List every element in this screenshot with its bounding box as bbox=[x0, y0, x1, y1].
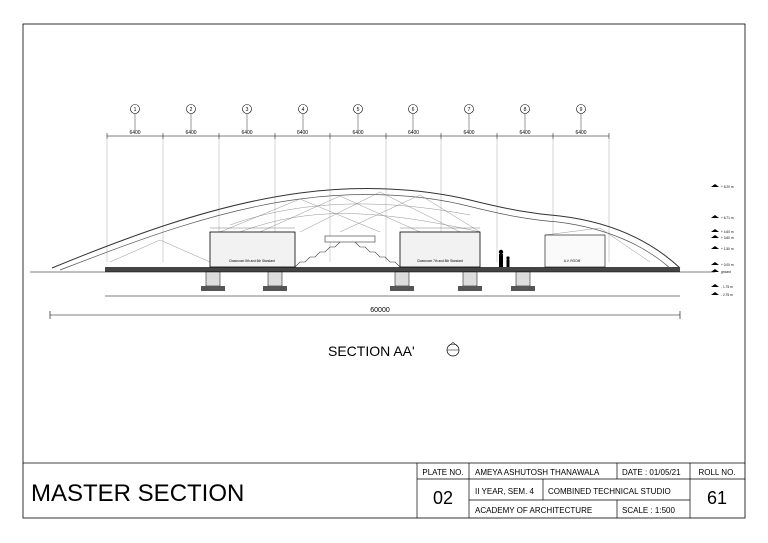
human-figures bbox=[498, 249, 510, 267]
main-title: MASTER SECTION bbox=[31, 480, 244, 507]
bay-dim-label: 6400 bbox=[463, 130, 474, 136]
level-marker-icon bbox=[711, 269, 719, 272]
roof-lattice bbox=[109, 191, 651, 263]
level-marker-icon bbox=[711, 262, 719, 265]
level-marker-label: + 4.60 m bbox=[721, 230, 734, 234]
grid-label: 5 bbox=[357, 107, 360, 113]
grid-bubble bbox=[576, 104, 586, 114]
level-marker-label: - 2.75 m bbox=[721, 293, 733, 297]
year-sem: II YEAR, SEM. 4 bbox=[475, 487, 535, 496]
bay-dim-label: 6400 bbox=[297, 130, 308, 136]
pier bbox=[462, 271, 478, 287]
section-symbol-icon bbox=[446, 341, 460, 357]
sheet-border bbox=[22, 23, 746, 519]
bay-dim-label: 6400 bbox=[352, 130, 363, 136]
level-markers: + 8.20 m + 6.71 m + 4.60 m + 3.60 m + 1.50 m… bbox=[711, 184, 734, 297]
level-marker-label: ground bbox=[721, 270, 731, 274]
grid-bubble bbox=[242, 104, 252, 114]
grid-bubbles: 1 2 3 4 5 6 7 8 9 bbox=[130, 104, 586, 130]
level-marker-icon bbox=[711, 292, 719, 295]
academy-name: ACADEMY OF ARCHITECTURE bbox=[475, 506, 592, 515]
level-marker-label: + 1.50 m bbox=[721, 247, 734, 251]
av-room-block bbox=[544, 234, 606, 268]
footing bbox=[201, 286, 225, 291]
grid-label: 6 bbox=[412, 107, 415, 113]
level-marker-label: + 6.71 m bbox=[721, 216, 734, 220]
pier bbox=[394, 271, 410, 287]
room-label-classroom-1: Classroom 5th and 6th Standard bbox=[229, 259, 275, 263]
scale-field: SCALE : 1:500 bbox=[622, 506, 675, 515]
room-label-av-room: A.V. ROOM bbox=[564, 259, 581, 263]
level-marker-icon bbox=[711, 284, 719, 287]
bay-dim-label: 6400 bbox=[408, 130, 419, 136]
title-block bbox=[23, 462, 745, 518]
bay-dim-label: 6400 bbox=[185, 130, 196, 136]
plate-no-label: PLATE NO. bbox=[422, 468, 463, 477]
level-marker-icon bbox=[711, 184, 719, 187]
roof-shell-outer bbox=[51, 188, 681, 269]
grid-bubble bbox=[353, 104, 363, 114]
bay-dim-label: 6400 bbox=[129, 130, 140, 136]
classroom-block-left bbox=[209, 231, 296, 268]
grid-label: 1 bbox=[134, 107, 137, 113]
level-marker-icon bbox=[711, 229, 719, 232]
classroom-block-right bbox=[399, 231, 481, 268]
roll-no-label: ROLL NO. bbox=[698, 468, 735, 477]
grid-bubble bbox=[408, 104, 418, 114]
grid-label: 9 bbox=[580, 107, 583, 113]
grid-bubble bbox=[464, 104, 474, 114]
level-marker-icon bbox=[711, 215, 719, 218]
footing bbox=[263, 286, 287, 291]
bay-dim-label: 6400 bbox=[519, 130, 530, 136]
pier bbox=[515, 271, 531, 287]
bay-dim-label: 6400 bbox=[575, 130, 586, 136]
level-marker-icon bbox=[711, 246, 719, 249]
grid-bubble bbox=[186, 104, 196, 114]
date-field: DATE : 01/05/21 bbox=[622, 468, 681, 477]
roll-no-value: 61 bbox=[707, 488, 727, 508]
grid-label: 3 bbox=[246, 107, 249, 113]
ground-slab bbox=[105, 267, 680, 272]
grid-label: 4 bbox=[302, 107, 305, 113]
bay-dim-label: 6400 bbox=[241, 130, 252, 136]
plate-no-value: 02 bbox=[433, 488, 453, 508]
level-marker-label: + 8.20 m bbox=[721, 185, 734, 189]
pier bbox=[205, 271, 221, 287]
room-label-classroom-2: Classroom 7th and 8th Standard bbox=[417, 259, 463, 263]
level-marker-icon bbox=[711, 235, 719, 238]
studio-name: COMBINED TECHNICAL STUDIO bbox=[548, 487, 671, 496]
staircases bbox=[294, 235, 401, 268]
section-title: SECTION AA' bbox=[328, 343, 415, 359]
roof-shell-inner bbox=[59, 194, 673, 271]
overall-dim-label: 60000 bbox=[370, 307, 390, 314]
footing bbox=[458, 286, 482, 291]
grid-label: 7 bbox=[468, 107, 471, 113]
grid-label: 2 bbox=[190, 107, 193, 113]
student-name: AMEYA ASHUTOSH THANAWALA bbox=[475, 468, 600, 477]
footings bbox=[201, 271, 535, 291]
grid-label: 8 bbox=[524, 107, 527, 113]
grid-bubble bbox=[298, 104, 308, 114]
grid-bubble bbox=[520, 104, 530, 114]
level-marker-label: + 0.00 m bbox=[721, 263, 734, 267]
grid-bubble bbox=[130, 104, 140, 114]
footing bbox=[390, 286, 414, 291]
level-marker-label: - 1.75 m bbox=[721, 285, 733, 289]
level-marker-label: + 3.60 m bbox=[721, 236, 734, 240]
pier bbox=[267, 271, 283, 287]
footing bbox=[511, 286, 535, 291]
bay-dimension-chain: 6400 6400 6400 6400 6400 6400 6400 6400 6400 bbox=[106, 130, 610, 262]
